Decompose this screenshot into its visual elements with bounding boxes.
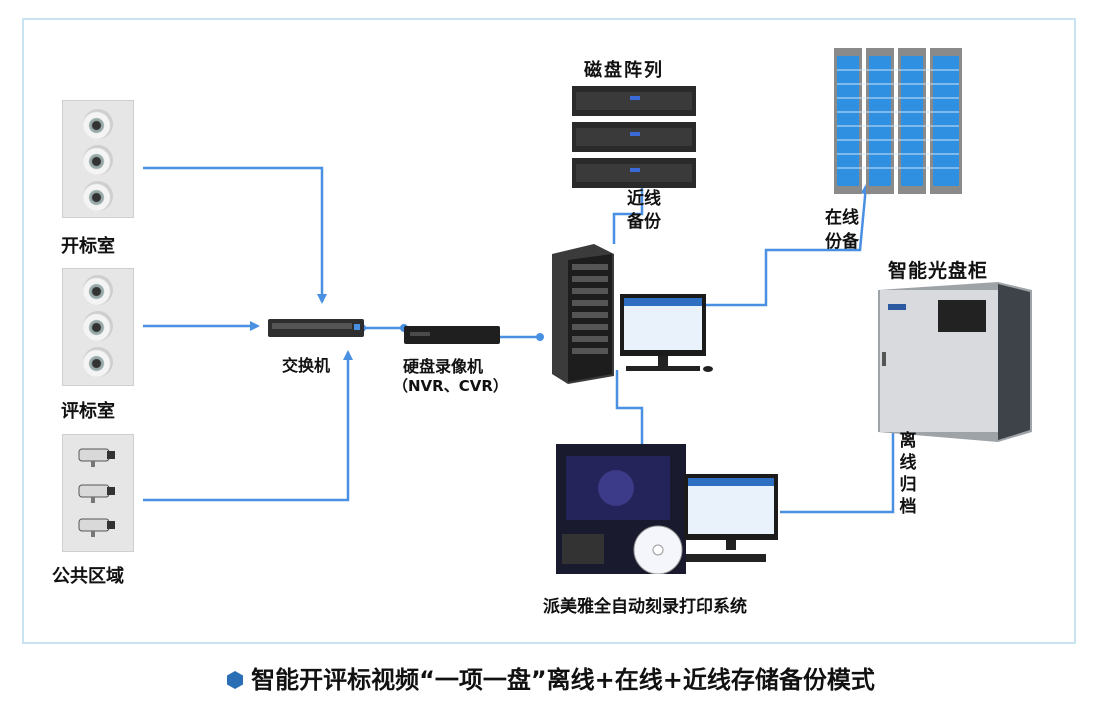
workstation-icon (620, 294, 713, 372)
dome-camera-icon (83, 347, 113, 377)
diagram-frame (22, 18, 1076, 644)
dome-camera-icon (83, 275, 113, 305)
line-server-diskarray (612, 186, 644, 244)
caption-text: 智能开评标视频“一项一盘”离线+在线+近线存储备份模式 (251, 666, 875, 694)
bullet-camera-panel (62, 434, 134, 552)
line-server-printer (615, 370, 644, 446)
dome-camera-icon (83, 181, 113, 211)
line-printer-cabinet (780, 418, 898, 514)
nearline-label: 近线备份 (627, 189, 661, 232)
dome-camera-icon (83, 145, 113, 175)
switch-label: 交换机 (282, 356, 331, 375)
line-room1-switch (143, 166, 327, 304)
room1-label: 开标室 (61, 236, 115, 257)
hexagon-icon (227, 671, 244, 689)
disk-array-label: 磁盘阵列 (584, 60, 664, 81)
storage-servers-icon (834, 48, 962, 194)
bullet-camera-icon (78, 518, 115, 537)
server-rack-icon (552, 244, 614, 384)
disc-cabinet-icon (878, 282, 1032, 442)
dome-camera-icon (83, 109, 113, 139)
room2-label: 评标室 (61, 401, 115, 422)
dvr-icon (404, 326, 500, 344)
dvr-sub-label: （NVR、CVR） (393, 377, 508, 395)
diagram-caption: 智能开评标视频“一项一盘”离线+在线+近线存储备份模式 (0, 660, 1100, 695)
network-switch-icon (268, 319, 364, 337)
dvr-label: 硬盘录像机 (403, 357, 484, 376)
offline-label: 离线归档 (899, 431, 917, 517)
room3-label: 公共区域 (52, 566, 124, 587)
dome-camera-panel (62, 100, 134, 218)
disc-printer-icon (556, 444, 686, 574)
disc-cabinet-label: 智能光盘柜 (888, 260, 989, 282)
dome-camera-icon (83, 311, 113, 341)
line-server-online (705, 184, 871, 307)
disk-array-icon (572, 86, 696, 188)
dome-camera-panel (62, 268, 134, 386)
workstation-icon (684, 474, 778, 562)
bullet-camera-icon (78, 484, 115, 503)
junction-dot (536, 333, 544, 341)
bullet-camera-icon (78, 448, 115, 467)
online-label: 在线份备 (825, 208, 859, 252)
line-room3-switch (143, 350, 353, 502)
print-system-label: 派美雅全自动刻录打印系统 (543, 597, 747, 617)
